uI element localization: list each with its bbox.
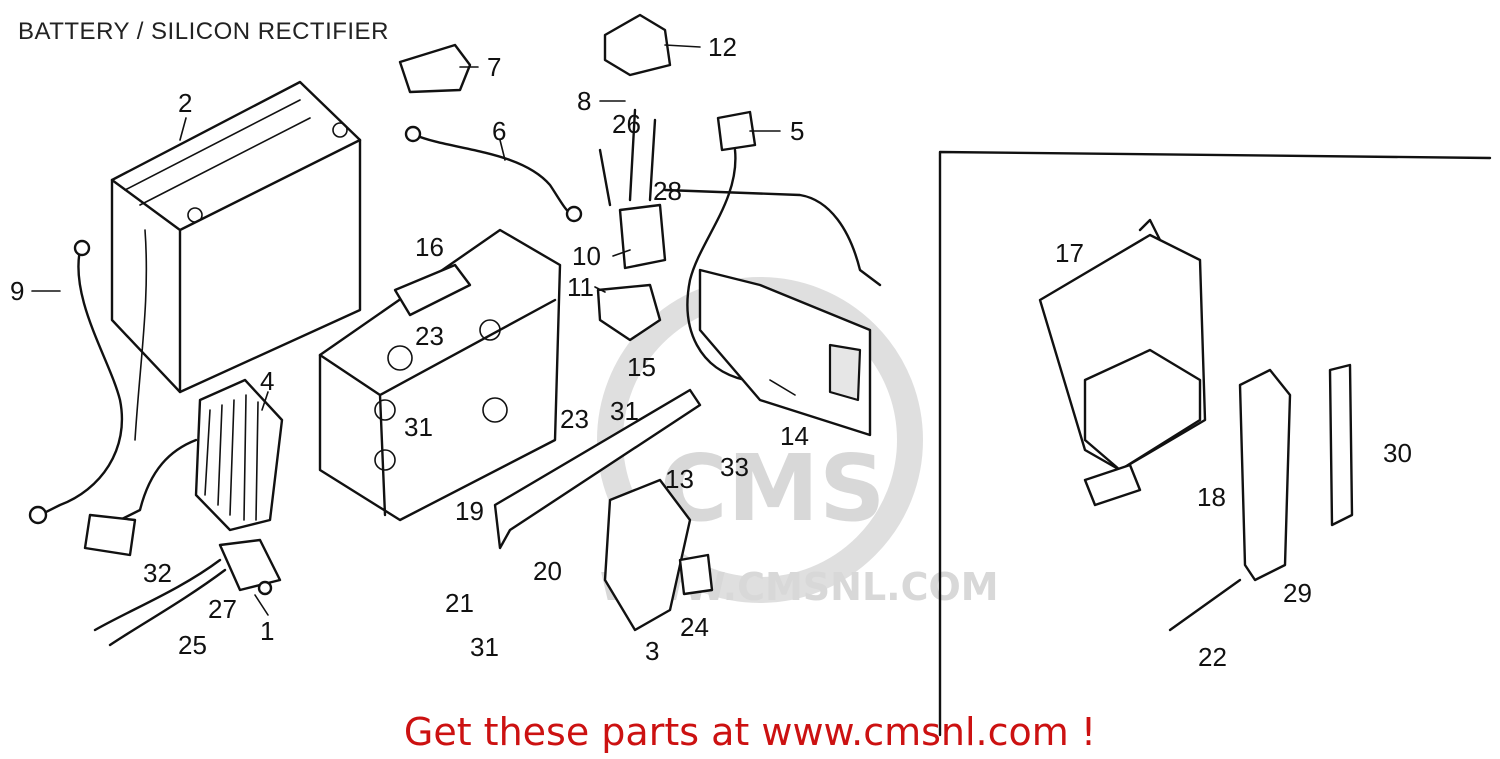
footer-link[interactable]: Get these parts at www.cmsnl.com ! — [403, 710, 1097, 754]
rectifier-mount-panel — [698, 268, 872, 437]
callout-33: 33 — [720, 452, 749, 482]
callout-9: 9 — [10, 276, 24, 306]
callout-31a: 31 — [404, 412, 433, 442]
callout-11: 11 — [567, 272, 594, 302]
callout-2: 2 — [178, 88, 192, 118]
diagram-title: BATTERY / SILICON RECTIFIER — [18, 18, 389, 45]
callout-23b: 23 — [560, 404, 589, 434]
callout-5: 5 — [790, 116, 804, 146]
callout-15: 15 — [627, 352, 656, 382]
battery-cover — [603, 478, 692, 632]
callout-29: 29 — [1283, 578, 1312, 608]
callout-23a: 23 — [415, 321, 444, 351]
callout-3: 3 — [645, 636, 659, 666]
condenser-holder — [596, 283, 662, 342]
condenser — [598, 108, 667, 270]
callout-17: 17 — [1055, 238, 1084, 268]
callout-21: 21 — [445, 588, 474, 618]
watermark-brand: CMS — [660, 435, 885, 542]
callout-7: 7 — [487, 52, 501, 82]
callout-18: 18 — [1197, 482, 1226, 512]
callout-28: 28 — [653, 176, 682, 206]
side-strap — [1328, 363, 1354, 527]
callout-6: 6 — [492, 116, 506, 146]
bracket-plate — [1238, 368, 1292, 582]
callout-31b: 31 — [610, 396, 639, 426]
sub-assembly-bracket — [1038, 218, 1207, 507]
callout-12: 12 — [708, 32, 737, 62]
callout-8: 8 — [577, 86, 591, 116]
callout-20: 20 — [533, 556, 562, 586]
callout-32: 32 — [143, 558, 172, 588]
callout-16: 16 — [415, 232, 444, 262]
callout-24: 24 — [680, 612, 709, 642]
terminal-cover — [398, 43, 472, 94]
callout-4: 4 — [260, 366, 274, 396]
subassembly-frame — [938, 150, 1492, 737]
silicon-rectifier — [83, 378, 284, 557]
starter-relay — [603, 13, 672, 77]
callout-19: 19 — [455, 496, 484, 526]
battery-ground-cable — [38, 248, 124, 517]
battery — [110, 80, 362, 441]
wire-harness — [663, 110, 882, 382]
fuse-holder — [93, 538, 282, 647]
battery-strap — [493, 388, 702, 550]
callout-25: 25 — [178, 630, 207, 660]
callout-10: 10 — [572, 241, 601, 271]
callout-22: 22 — [1198, 642, 1227, 672]
battery-case-bracket — [318, 228, 562, 522]
rod — [1168, 578, 1242, 632]
callout-27: 27 — [208, 594, 237, 624]
callout-14: 14 — [780, 421, 809, 451]
callout-1: 1 — [260, 616, 274, 646]
cover-pad — [678, 553, 714, 596]
leader-lines — [31, 44, 796, 616]
positive-cable — [413, 133, 574, 217]
callout-13: 13 — [665, 464, 694, 494]
callout-31c: 31 — [470, 632, 499, 662]
callout-30: 30 — [1383, 438, 1412, 468]
callout-26: 26 — [612, 109, 641, 139]
